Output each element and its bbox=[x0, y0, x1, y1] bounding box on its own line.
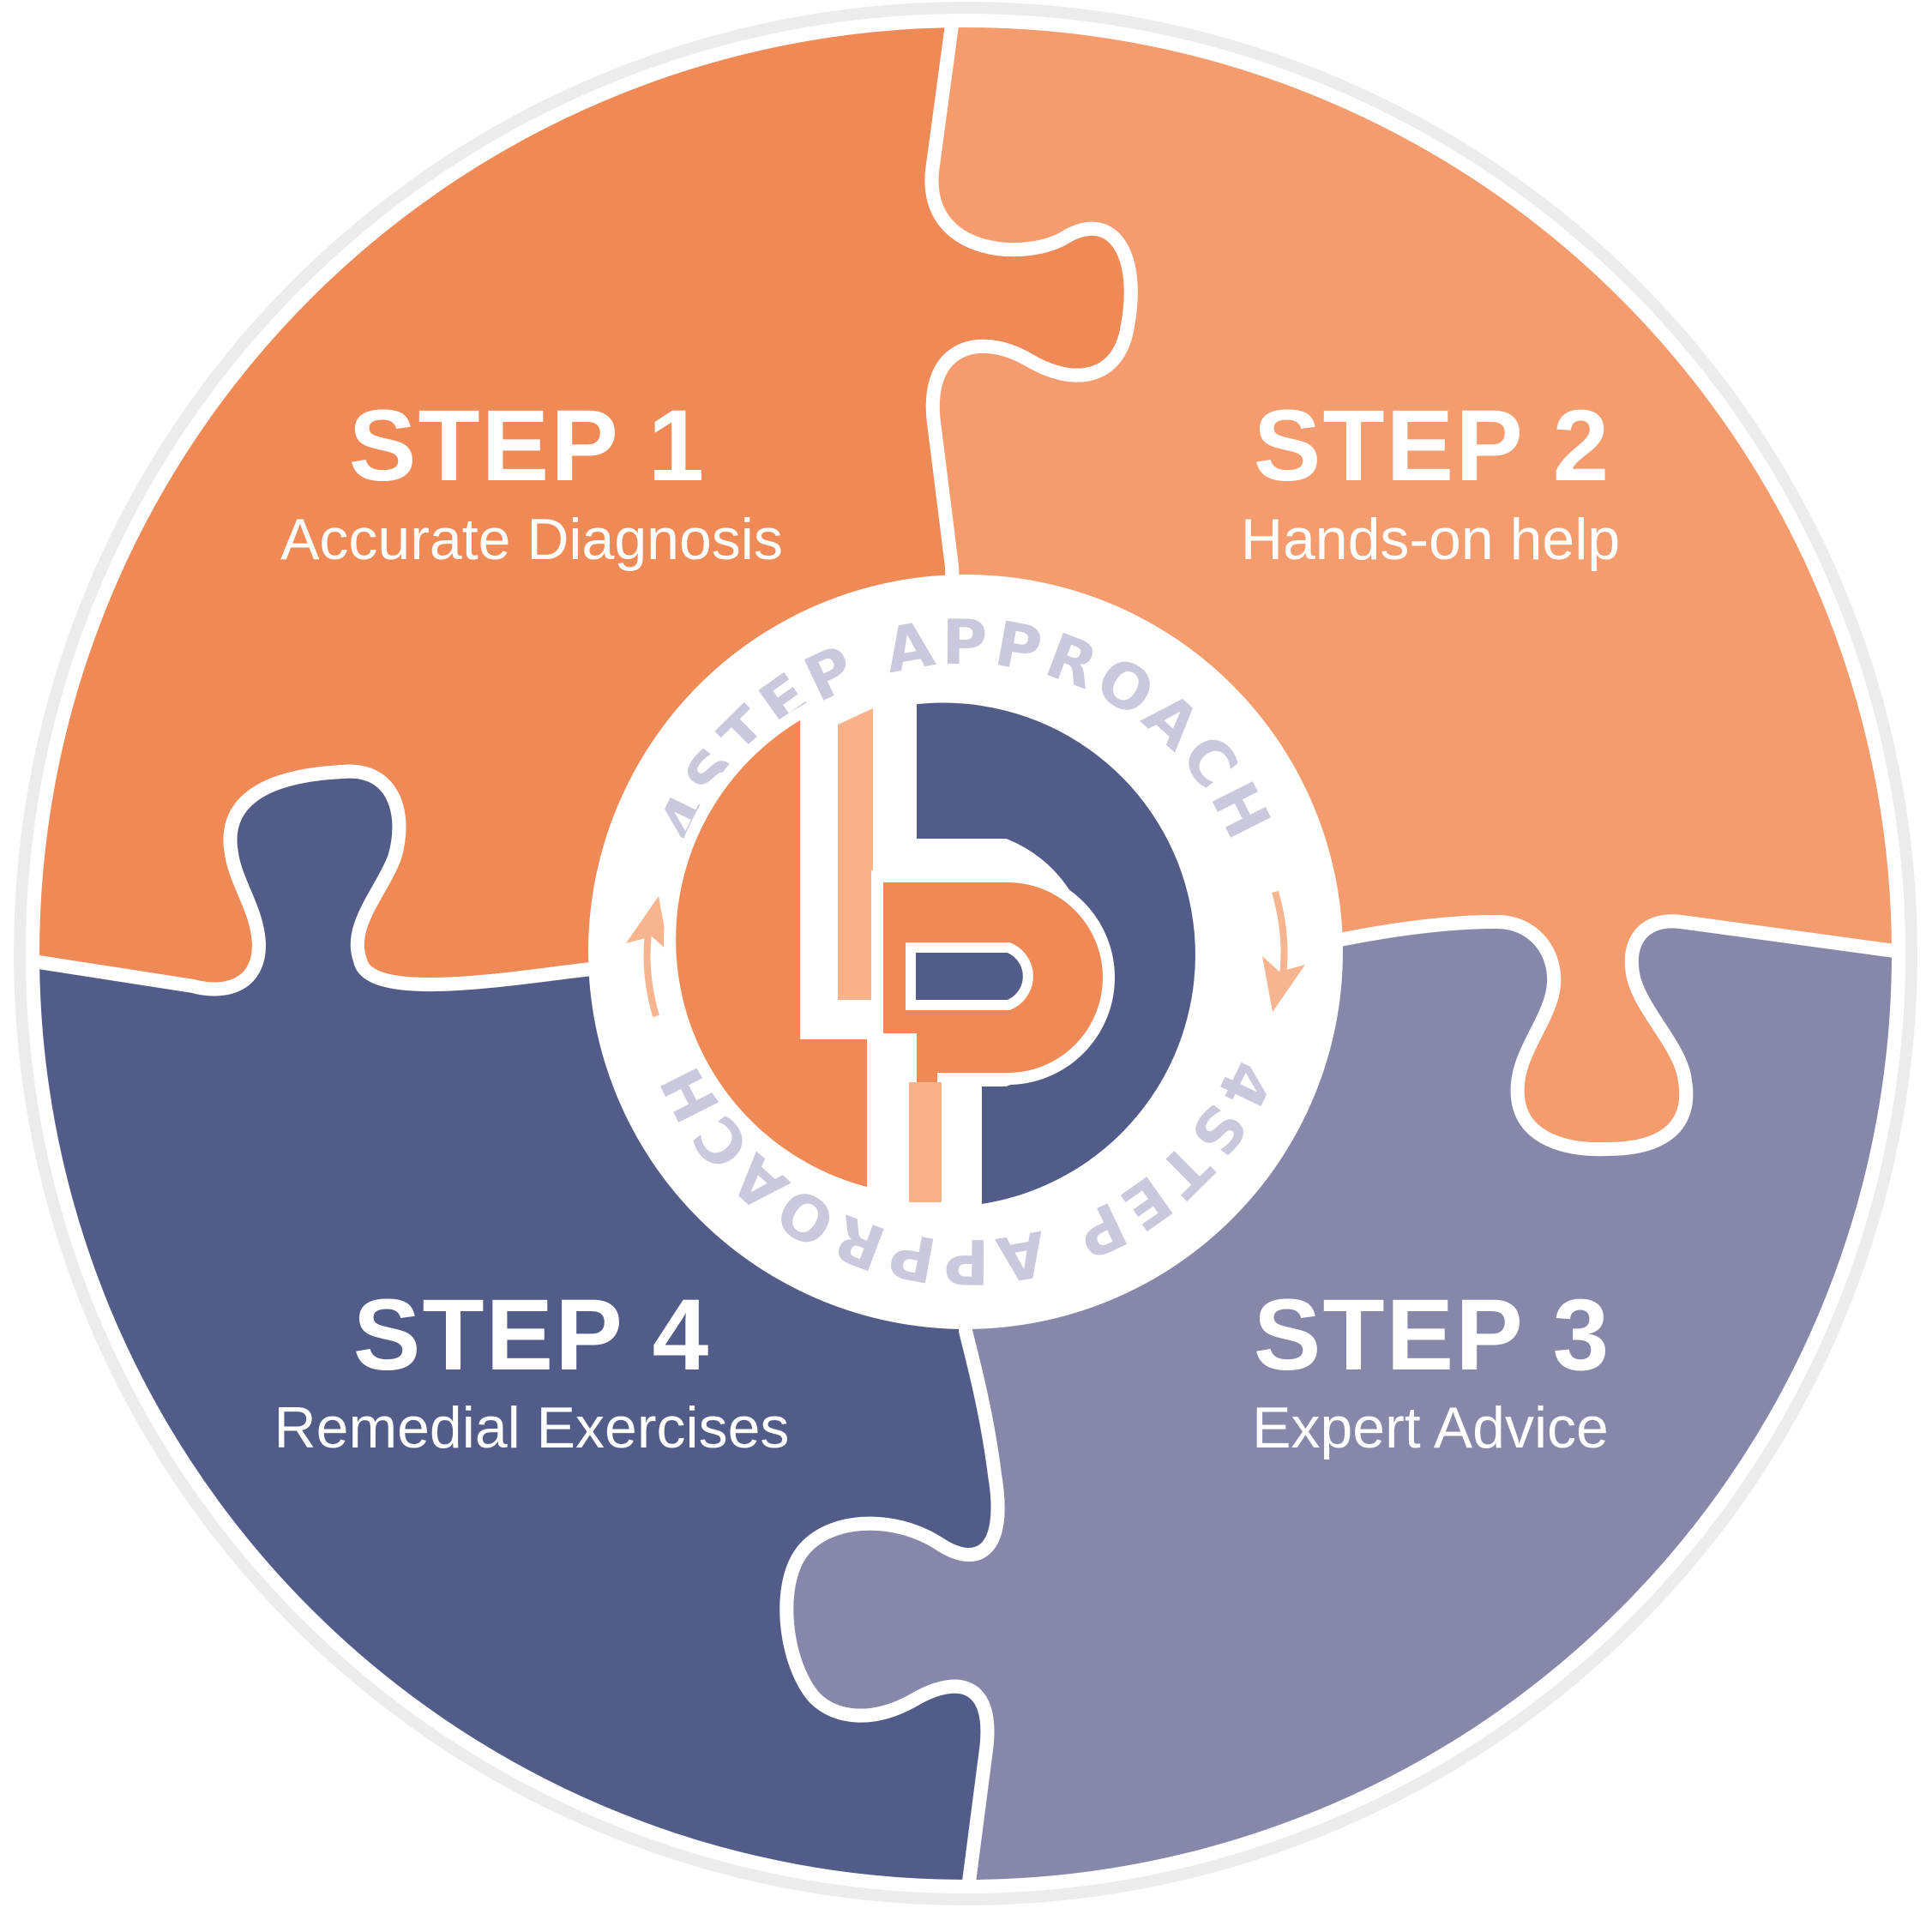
LP-logo bbox=[664, 690, 1207, 1218]
logo-light-stripe bbox=[838, 708, 873, 1000]
step3-subtitle: Expert Advice bbox=[1252, 1395, 1609, 1460]
step4-subtitle: Remedial Exercises bbox=[274, 1395, 790, 1460]
logo-orange-half bbox=[664, 700, 879, 1202]
cycle-arrow-left-icon bbox=[626, 896, 669, 1018]
outer-rim bbox=[26, 14, 1905, 1893]
logo-p-counter bbox=[906, 942, 1033, 1010]
step1-title: STEP 1 bbox=[349, 389, 706, 503]
step4-title: STEP 4 bbox=[353, 1279, 710, 1392]
step1-subtitle: Accurate Diagnosis bbox=[280, 507, 783, 572]
cycle-arrow-right-icon bbox=[1262, 890, 1305, 1012]
step2-title: STEP 2 bbox=[1254, 389, 1610, 503]
logo-light-stem bbox=[909, 1082, 942, 1202]
step3-title: STEP 3 bbox=[1254, 1279, 1610, 1392]
step2-subtitle: Hands-on help bbox=[1241, 507, 1620, 572]
